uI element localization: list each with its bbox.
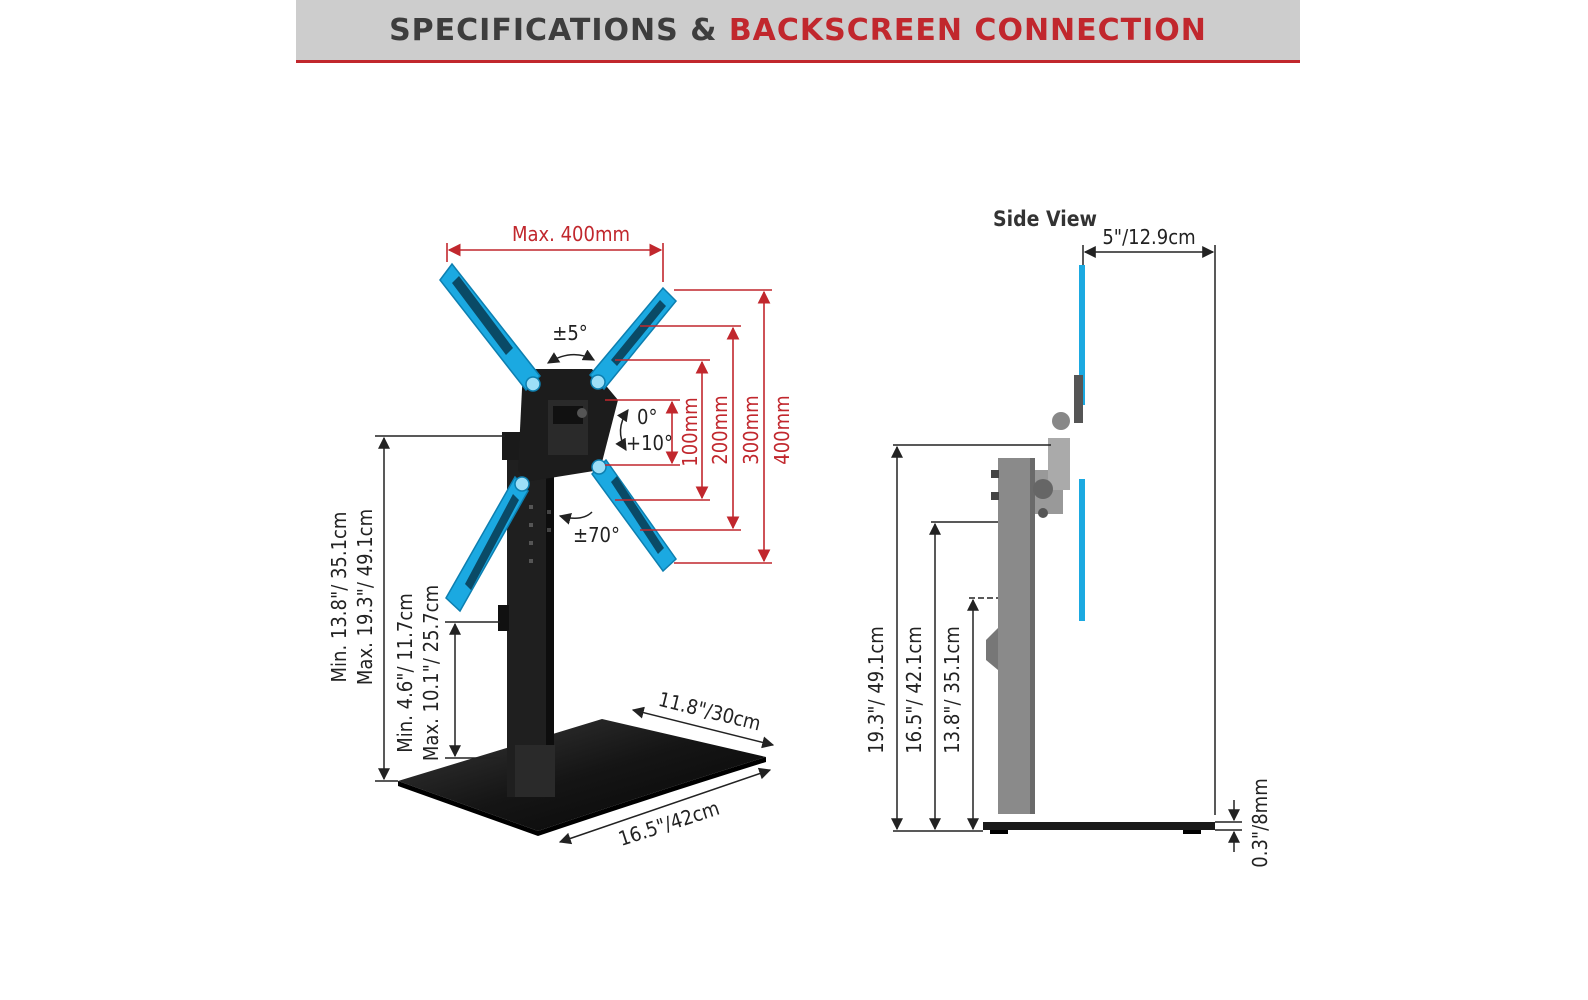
side-base [983, 822, 1215, 834]
arm-slots [452, 276, 666, 590]
mount-plate [518, 369, 618, 482]
vesa-100mm: 100mm [678, 397, 702, 466]
side-view-title: Side View [993, 207, 1097, 231]
column-height-min: Min. 4.6"/ 11.7cm [393, 593, 417, 752]
side-height-42-1: 16.5"/ 42.1cm [902, 626, 926, 754]
vesa-200mm: 200mm [708, 395, 732, 464]
swivel-label: ±70° [573, 523, 620, 547]
arm-bolts [514, 374, 607, 492]
column-height-dimension: Min. 4.6"/ 11.7cm Max. 10.1"/ 25.7cm [393, 585, 500, 761]
front-view: Max. 400mm ±5° 0° +10° ±70° [327, 222, 794, 851]
depth-label: 5"/12.9cm [1102, 225, 1195, 249]
overall-height-min: Min. 13.8"/ 35.1cm [327, 512, 351, 683]
side-height-dimensions: 19.3"/ 49.1cm 16.5"/ 42.1cm 13.8"/ 35.1c… [864, 444, 1051, 832]
side-height-35-1: 13.8"/ 35.1cm [940, 626, 964, 754]
header-bar: SPECIFICATIONS & BACKSCREEN CONNECTION [296, 0, 1300, 63]
side-height-49-1: 19.3"/ 49.1cm [864, 626, 888, 754]
title-part-backscreen: BACKSCREEN CONNECTION [728, 12, 1207, 48]
tilt-angle-bottom: +10° [626, 431, 673, 455]
title-part-specs: SPECIFICATIONS & [389, 12, 729, 48]
rotation-indicator: ±5° [546, 321, 596, 364]
max-width-dimension: Max. 400mm [446, 222, 664, 282]
depth-dimension: 5"/12.9cm [1082, 225, 1216, 815]
side-view: Side View 5"/12.9cm [864, 207, 1272, 868]
vesa-400mm: 400mm [770, 395, 794, 464]
vesa-300mm: 300mm [739, 395, 763, 464]
overall-height-dimension: Min. 13.8"/ 35.1cm Max. 19.3"/ 49.1cm [327, 435, 505, 782]
tilt-indicator: 0° +10° [615, 405, 673, 455]
side-column [986, 458, 1035, 814]
base-thickness-dimension: 0.3"/8mm [1215, 778, 1272, 868]
column-height-max: Max. 10.1"/ 25.7cm [419, 585, 443, 761]
side-mount-arms [1074, 265, 1085, 621]
page-title: SPECIFICATIONS & BACKSCREEN CONNECTION [389, 13, 1207, 48]
vesa-height-dimensions: 100mm 200mm 300mm 400mm [605, 289, 794, 564]
side-bracket [1033, 412, 1070, 518]
base-depth-label: 11.8"/30cm [656, 687, 763, 736]
max-width-label: Max. 400mm [512, 222, 630, 246]
overall-height-max: Max. 19.3"/ 49.1cm [353, 509, 377, 685]
tilt-angle-top: 0° [637, 405, 657, 429]
rotation-label: ±5° [552, 321, 588, 345]
base-thickness-label: 0.3"/8mm [1248, 778, 1272, 867]
swivel-indicator: ±70° [558, 511, 620, 547]
